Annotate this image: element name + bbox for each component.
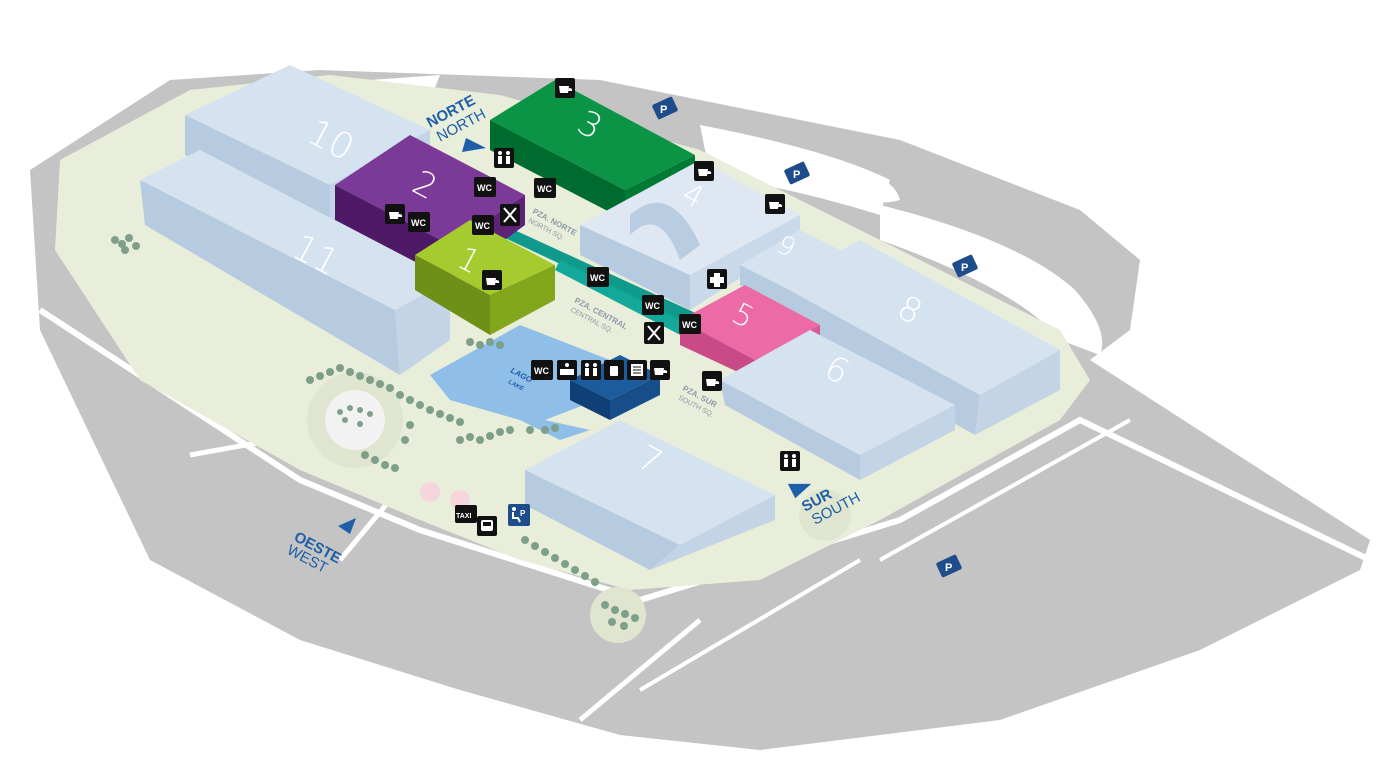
restroom-icon[interactable] xyxy=(581,360,601,380)
hall-1[interactable]: 1 xyxy=(415,220,555,335)
cafe-icon[interactable] xyxy=(765,194,785,214)
cafe-icon[interactable] xyxy=(482,270,502,290)
entrance-south-arrow-icon xyxy=(787,483,812,499)
wc-icon[interactable]: WC xyxy=(474,177,496,197)
svg-text:P: P xyxy=(793,169,800,181)
svg-text:WC: WC xyxy=(475,221,490,231)
svg-text:P: P xyxy=(660,104,667,116)
svg-text:WC: WC xyxy=(477,183,492,193)
svg-text:P: P xyxy=(945,562,952,574)
svg-text:WC: WC xyxy=(682,320,697,330)
accessible-parking-icon[interactable]: P xyxy=(508,504,530,526)
parking-icon[interactable]: P xyxy=(784,161,811,185)
info-desk-icon[interactable] xyxy=(557,360,577,380)
wc-icon[interactable]: WC xyxy=(679,314,701,334)
cafe-icon[interactable] xyxy=(650,360,670,380)
restroom-icon[interactable] xyxy=(494,148,514,168)
tree-cluster xyxy=(306,364,464,426)
tree-cluster xyxy=(337,405,373,427)
svg-text:WC: WC xyxy=(590,273,605,283)
svg-text:TAXI: TAXI xyxy=(456,513,471,520)
trees xyxy=(111,234,639,630)
wc-icon[interactable]: WC xyxy=(642,295,664,315)
parking-markers: P P P P xyxy=(652,96,979,578)
restaurant-icon[interactable] xyxy=(644,322,664,344)
parking-icon[interactable]: P xyxy=(652,96,679,120)
first-aid-icon[interactable] xyxy=(707,269,727,289)
restaurant-icon[interactable] xyxy=(500,204,520,226)
svg-text:P: P xyxy=(520,509,526,518)
taxi-icon[interactable]: TAXI xyxy=(455,505,477,523)
restroom-icon[interactable] xyxy=(780,451,800,471)
bus-icon[interactable] xyxy=(477,516,497,536)
entrance-west-arrow-icon xyxy=(338,518,356,534)
service-icons: WC WC WC WC WC WC WC WC TAXI xyxy=(385,78,800,536)
cafe-icon[interactable] xyxy=(385,204,405,224)
wc-icon[interactable]: WC xyxy=(531,360,553,380)
svg-text:WC: WC xyxy=(645,301,660,311)
hall-6[interactable]: 6 xyxy=(720,330,955,480)
press-icon[interactable] xyxy=(627,360,647,380)
svg-text:WC: WC xyxy=(411,218,426,228)
wc-icon[interactable]: WC xyxy=(587,267,609,287)
hall-11[interactable]: 11 xyxy=(140,150,450,375)
svg-text:WC: WC xyxy=(537,184,552,194)
entrance-north-arrow-icon xyxy=(462,138,486,152)
tree-cluster xyxy=(111,234,140,254)
tree-cluster xyxy=(361,421,559,472)
wc-icon[interactable]: WC xyxy=(408,212,430,232)
cloakroom-icon[interactable] xyxy=(604,360,624,380)
tree-cluster xyxy=(521,536,639,630)
svg-text:WC: WC xyxy=(534,366,549,376)
cafe-icon[interactable] xyxy=(555,78,575,98)
lake: LAGO LAKE xyxy=(430,325,610,440)
hall-7[interactable]: 7 xyxy=(525,420,775,570)
parking-icon[interactable]: P xyxy=(952,254,979,278)
svg-text:P: P xyxy=(961,262,968,274)
wc-icon[interactable]: WC xyxy=(534,178,556,198)
wc-icon[interactable]: WC xyxy=(472,215,494,235)
cafe-icon[interactable] xyxy=(702,371,722,391)
cafe-icon[interactable] xyxy=(694,161,714,181)
parking-icon[interactable]: P xyxy=(936,554,963,578)
tree-cluster xyxy=(466,338,504,349)
